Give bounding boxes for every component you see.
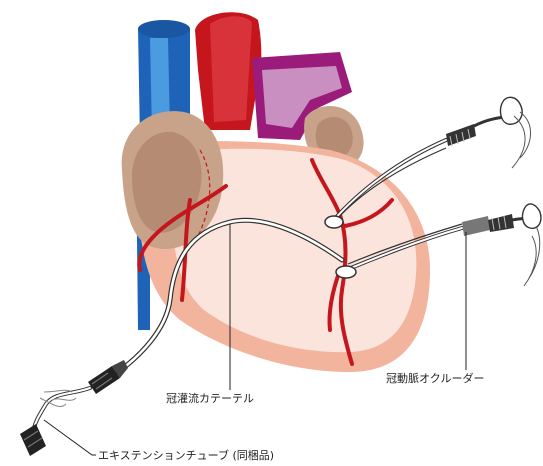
perfusion-catheter-label: 冠灌流カテーテル xyxy=(166,391,254,405)
aorta xyxy=(195,12,261,130)
catheter-entry-point-upper xyxy=(325,216,343,228)
extension-tube-connector xyxy=(20,424,46,456)
catheter-connector xyxy=(88,360,128,394)
coronary-occluder-label: 冠動脈オクルーダー xyxy=(386,371,484,385)
extension-tube xyxy=(34,388,90,428)
catheter-entry-point-lower xyxy=(336,266,356,278)
extension-tube-label: エキステンションチューブ (同梱品) xyxy=(98,448,274,462)
